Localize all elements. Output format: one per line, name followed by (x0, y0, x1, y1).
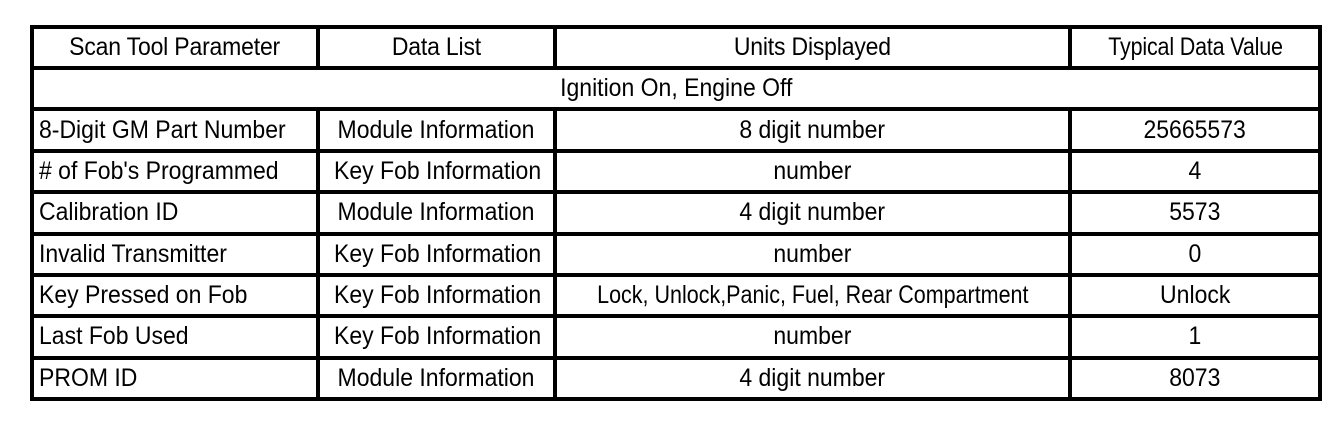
column-header-scan-tool-parameter-label: Scan Tool Parameter (69, 33, 281, 61)
table-row: Invalid Transmitter Key Fob Information … (30, 231, 1322, 277)
cell-parameter: Calibration ID (30, 190, 320, 236)
table-row: Calibration ID Module Information 4 digi… (30, 190, 1322, 236)
cell-data-list-label: Key Fob Information (334, 281, 542, 310)
cell-parameter-label: Invalid Transmitter (39, 239, 227, 268)
section-header-label: Ignition On, Engine Off (559, 74, 793, 103)
cell-data-list-label: Key Fob Information (334, 156, 542, 185)
column-header-units-displayed: Units Displayed (553, 25, 1072, 70)
cell-parameter: Invalid Transmitter (30, 231, 320, 277)
table-row: # of Fob's Programmed Key Fob Informatio… (30, 148, 1322, 195)
cell-units: 8 digit number (553, 107, 1072, 153)
cell-units-label: number (773, 322, 852, 351)
cell-typical-value: 5573 (1068, 190, 1322, 236)
cell-units: number (553, 231, 1072, 277)
scan-tool-parameter-table-container: Scan Tool Parameter Data List Units Disp… (30, 25, 1322, 402)
cell-parameter: 8-Digit GM Part Number (30, 107, 320, 153)
cell-parameter-label: Last Fob Used (39, 322, 189, 351)
column-header-data-list-label: Data List (391, 33, 482, 61)
cell-data-list-label: Module Information (338, 363, 535, 392)
table-row: Key Pressed on Fob Key Fob Information L… (30, 272, 1322, 319)
cell-data-list-label: Module Information (338, 198, 535, 227)
cell-units: Lock, Unlock,Panic, Fuel, Rear Compartme… (553, 272, 1072, 319)
column-header-scan-tool-parameter: Scan Tool Parameter (30, 25, 320, 70)
cell-typical-value-label: 25665573 (1143, 115, 1247, 144)
cell-data-list: Key Fob Information (316, 148, 557, 195)
cell-data-list: Module Information (316, 107, 557, 153)
cell-units: 4 digit number (553, 190, 1072, 236)
cell-typical-value: 25665573 (1068, 107, 1322, 153)
cell-typical-value: 1 (1068, 314, 1322, 360)
cell-typical-value: Unlock (1068, 272, 1322, 319)
cell-parameter: PROM ID (30, 355, 320, 402)
cell-parameter-label: Key Pressed on Fob (39, 281, 248, 310)
cell-units: number (553, 314, 1072, 360)
column-header-typical-data-value: Typical Data Value (1068, 25, 1322, 70)
cell-units-label: 4 digit number (739, 363, 886, 392)
cell-units-label: 8 digit number (739, 115, 886, 144)
cell-typical-value-label: 4 (1188, 156, 1202, 185)
cell-units: 4 digit number (553, 355, 1072, 402)
cell-parameter-label: # of Fob's Programmed (39, 156, 279, 185)
table-row: 8-Digit GM Part Number Module Informatio… (30, 107, 1322, 153)
cell-units-label: Lock, Unlock,Panic, Fuel, Rear Compartme… (597, 281, 1029, 310)
cell-parameter: Key Pressed on Fob (30, 272, 320, 319)
cell-parameter-label: 8-Digit GM Part Number (39, 115, 286, 144)
cell-data-list: Key Fob Information (316, 272, 557, 319)
cell-typical-value: 0 (1068, 231, 1322, 277)
column-header-typical-data-value-label: Typical Data Value (1107, 33, 1283, 61)
cell-typical-value: 8073 (1068, 355, 1322, 402)
cell-data-list: Key Fob Information (316, 314, 557, 360)
cell-typical-value-label: 8073 (1169, 363, 1221, 392)
cell-data-list-label: Key Fob Information (334, 239, 542, 268)
cell-data-list: Key Fob Information (316, 231, 557, 277)
cell-typical-value-label: Unlock (1159, 281, 1231, 310)
cell-units: number (553, 148, 1072, 195)
cell-data-list: Module Information (316, 355, 557, 402)
table-section-row: Ignition On, Engine Off (30, 65, 1322, 112)
cell-parameter-label: Calibration ID (39, 198, 179, 227)
cell-data-list: Module Information (316, 190, 557, 236)
cell-parameter-label: PROM ID (39, 363, 138, 392)
cell-typical-value-label: 1 (1188, 322, 1202, 351)
table-header-row: Scan Tool Parameter Data List Units Disp… (30, 25, 1322, 70)
cell-parameter: Last Fob Used (30, 314, 320, 360)
cell-units-label: number (773, 239, 852, 268)
cell-typical-value-label: 5573 (1169, 198, 1221, 227)
column-header-units-displayed-label: Units Displayed (733, 33, 892, 61)
section-header-ignition-on-engine-off: Ignition On, Engine Off (30, 65, 1322, 112)
cell-typical-value: 4 (1068, 148, 1322, 195)
cell-parameter: # of Fob's Programmed (30, 148, 320, 195)
cell-units-label: number (773, 156, 852, 185)
table-row: PROM ID Module Information 4 digit numbe… (30, 355, 1322, 402)
cell-data-list-label: Module Information (338, 115, 535, 144)
scan-tool-parameter-table: Scan Tool Parameter Data List Units Disp… (30, 25, 1322, 402)
cell-data-list-label: Key Fob Information (334, 322, 542, 351)
table-row: Last Fob Used Key Fob Information number… (30, 314, 1322, 360)
column-header-data-list: Data List (316, 25, 557, 70)
cell-typical-value-label: 0 (1188, 239, 1202, 268)
cell-units-label: 4 digit number (739, 198, 886, 227)
